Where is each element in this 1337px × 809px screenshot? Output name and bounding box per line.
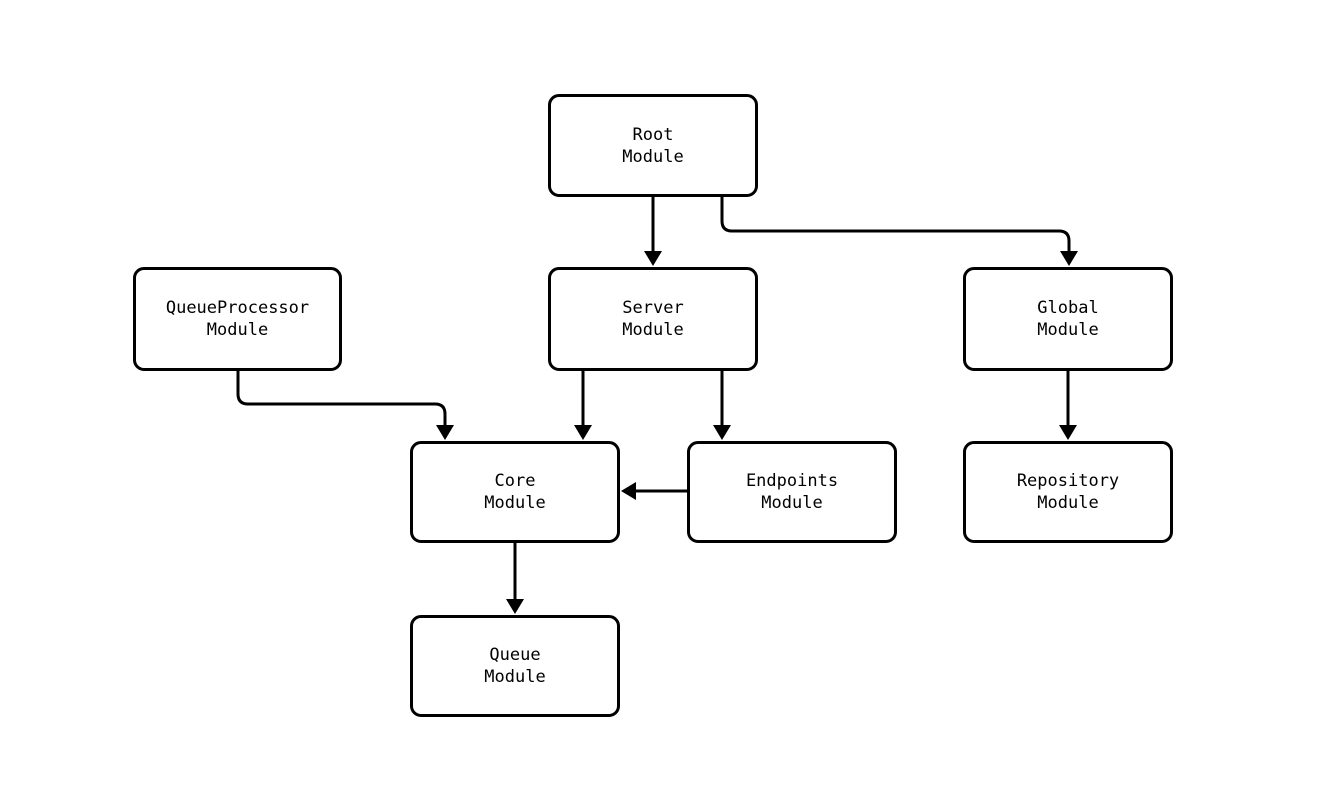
arrowhead-icon bbox=[436, 425, 454, 440]
arrowhead-icon bbox=[574, 425, 592, 440]
node-label-line2: Module bbox=[622, 146, 684, 167]
node-label-line2: Module bbox=[1037, 320, 1099, 340]
node-label-line2: Module bbox=[1037, 493, 1099, 513]
arrowhead-icon bbox=[621, 482, 636, 500]
edge-line bbox=[236, 371, 447, 426]
node-label-line2: Module bbox=[622, 320, 684, 340]
arrowhead-icon bbox=[713, 425, 731, 440]
arrowhead-icon bbox=[1059, 425, 1077, 440]
node-label-line1: QueueProcessor bbox=[165, 298, 310, 318]
edge-endpoints-to-core bbox=[621, 482, 687, 500]
node-label-line1: Endpoints bbox=[745, 471, 839, 491]
node-label-line1: Global bbox=[1037, 298, 1099, 318]
edge-server-to-endpoints bbox=[713, 371, 731, 440]
node-label-line1: Server bbox=[622, 298, 684, 318]
node-label-line1: Root bbox=[632, 124, 674, 145]
node-label-line2: Module bbox=[206, 320, 269, 340]
edge-line bbox=[720, 197, 1071, 252]
node-label-line2: Module bbox=[484, 667, 546, 687]
edge-core-to-queue bbox=[506, 543, 524, 614]
arrowhead-icon bbox=[1060, 251, 1078, 266]
arrowhead-icon bbox=[506, 599, 524, 614]
node-label-line1: Queue bbox=[489, 645, 541, 665]
node-label-line2: Module bbox=[484, 493, 546, 513]
edge-root-to-global bbox=[720, 197, 1078, 266]
node-label-line2: Module bbox=[761, 493, 823, 513]
edge-global-to-repository bbox=[1059, 371, 1077, 440]
edge-server-to-core bbox=[574, 371, 592, 440]
arrowhead-icon bbox=[644, 251, 662, 266]
node-label-line1: Repository bbox=[1016, 471, 1120, 491]
node-label-line1: Core bbox=[494, 471, 536, 491]
edge-queueprocessor-to-core bbox=[236, 371, 454, 440]
edge-root-to-server bbox=[644, 197, 662, 266]
